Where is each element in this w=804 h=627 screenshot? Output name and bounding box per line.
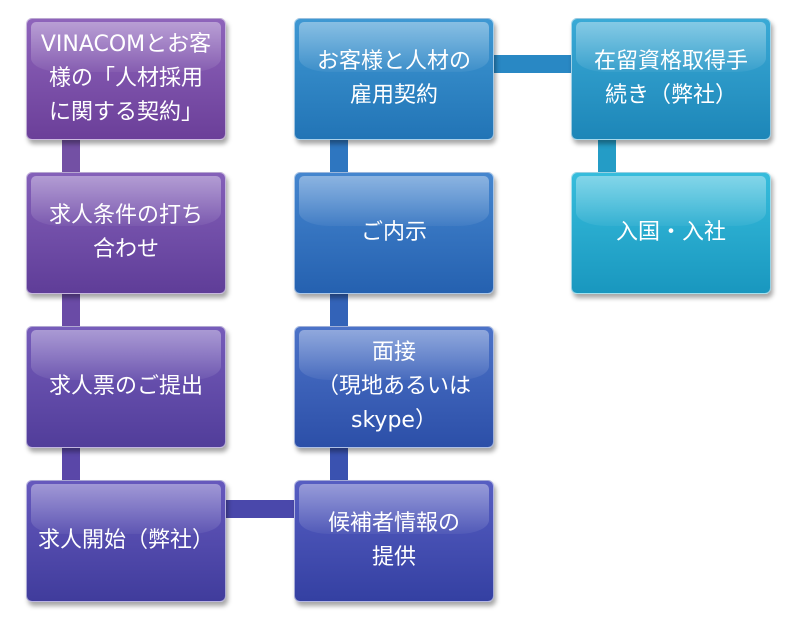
step-employment-contract: お客様と人材の 雇用契約 — [294, 18, 494, 140]
connector-n2-n3 — [62, 280, 80, 340]
step-label: 入国・入社 — [615, 220, 726, 245]
step-label: 求人条件の打ち 合わせ — [48, 203, 203, 262]
step-interview: 面接 （現地あるいは skype） — [294, 326, 494, 448]
connector-n4-n5 — [200, 500, 320, 518]
connector-n6-n7 — [330, 280, 348, 340]
step-recruitment-start: 求人開始（弊社） — [26, 480, 226, 602]
step-label: 求人票のご提出 — [48, 374, 203, 399]
step-label: 面接 （現地あるいは skype） — [316, 340, 471, 433]
step-contract: VINACOMとお客 様の「人材採用 に関する契約」 — [26, 18, 226, 140]
step-job-posting-submission: 求人票のご提出 — [26, 326, 226, 448]
step-label: VINACOMとお客 様の「人材採用 に関する契約」 — [40, 32, 212, 125]
step-label: 在留資格取得手 続き（弊社） — [593, 49, 748, 108]
step-label: お客様と人材の 雇用契約 — [316, 49, 471, 108]
step-requirements-meeting: 求人条件の打ち 合わせ — [26, 172, 226, 294]
step-label: 候補者情報の 提供 — [327, 511, 460, 570]
step-label: 求人開始（弊社） — [37, 528, 214, 553]
step-candidate-info: 候補者情報の 提供 — [294, 480, 494, 602]
step-residence-status: 在留資格取得手 続き（弊社） — [571, 18, 771, 140]
step-entry-onboarding: 入国・入社 — [571, 172, 771, 294]
connector-n8-n9 — [490, 55, 590, 73]
step-label: ご内示 — [360, 220, 427, 245]
step-offer: ご内示 — [294, 172, 494, 294]
